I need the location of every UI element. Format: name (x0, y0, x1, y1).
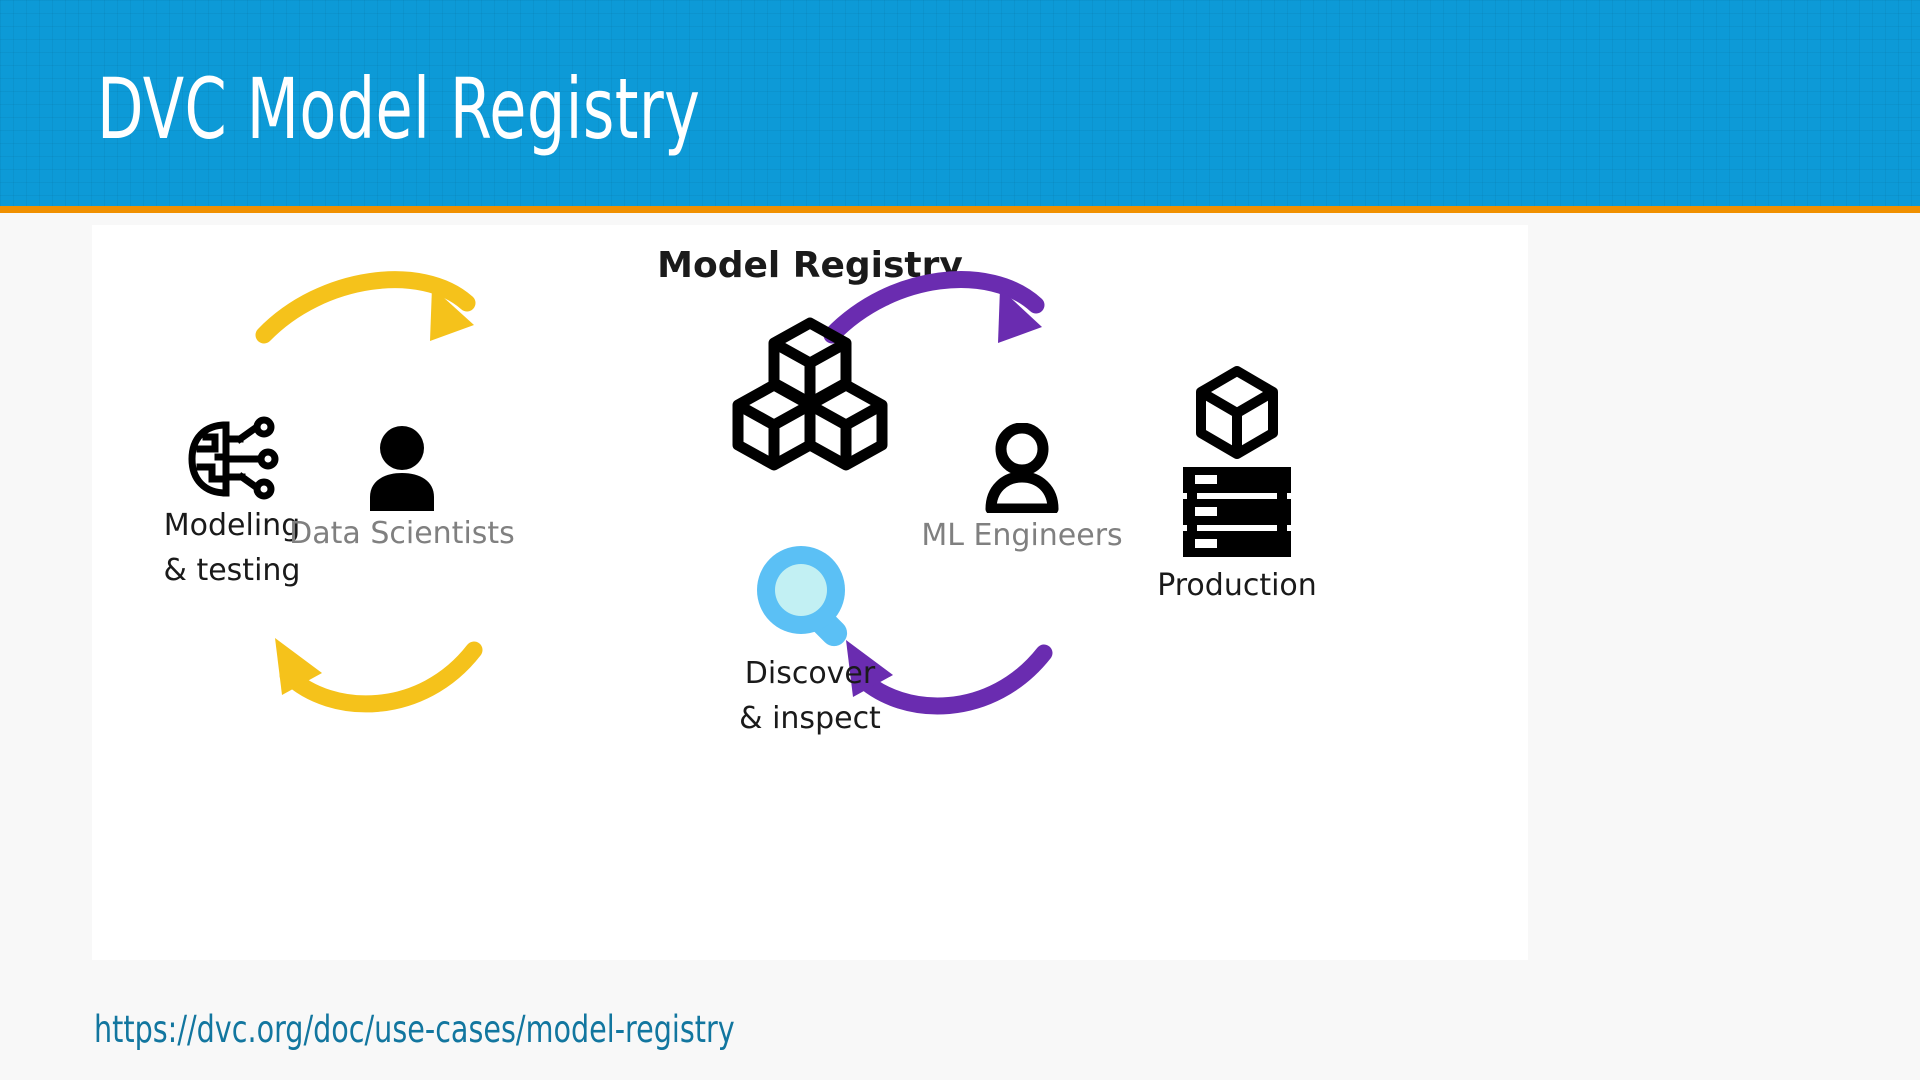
node-model-registry (610, 315, 1010, 475)
source-link[interactable]: https://dvc.org/doc/use-cases/model-regi… (94, 1008, 735, 1051)
diagram-panel: Model Registry (92, 225, 1528, 960)
server-cube-icon (1183, 366, 1291, 557)
page-title: DVC Model Registry (97, 60, 701, 158)
node-data-scientists: Data Scientists (252, 425, 552, 556)
node-discover: Discover & inspect (610, 545, 1010, 741)
registry-heading: Model Registry (657, 245, 963, 286)
node-modeling-label: Modeling (163, 508, 301, 543)
node-production-label: Production (1157, 568, 1317, 603)
node-ml-engineers-label: ML Engineers (921, 518, 1123, 553)
arrow-top-left (255, 271, 476, 344)
arrow-bottom-left (275, 638, 483, 713)
brain-circuit-icon (188, 416, 279, 500)
node-data-scientists-label: Data Scientists (289, 516, 515, 551)
node-modeling: Modeling & testing (102, 415, 362, 593)
slide-header: DVC Model Registry (0, 0, 1920, 212)
node-discover-label: Discover (744, 656, 876, 691)
node-production: Production (1092, 365, 1382, 608)
node-modeling-label-line2: & testing (163, 553, 301, 588)
stacked-cubes-icon (732, 317, 888, 471)
header-accent-bar (0, 206, 1920, 213)
node-discover-label-line2: & inspect (739, 701, 881, 736)
person-outline-icon (985, 423, 1059, 513)
node-ml-engineers: ML Engineers (872, 423, 1172, 558)
magnifier-icon (757, 546, 848, 647)
person-filled-icon (370, 426, 434, 511)
